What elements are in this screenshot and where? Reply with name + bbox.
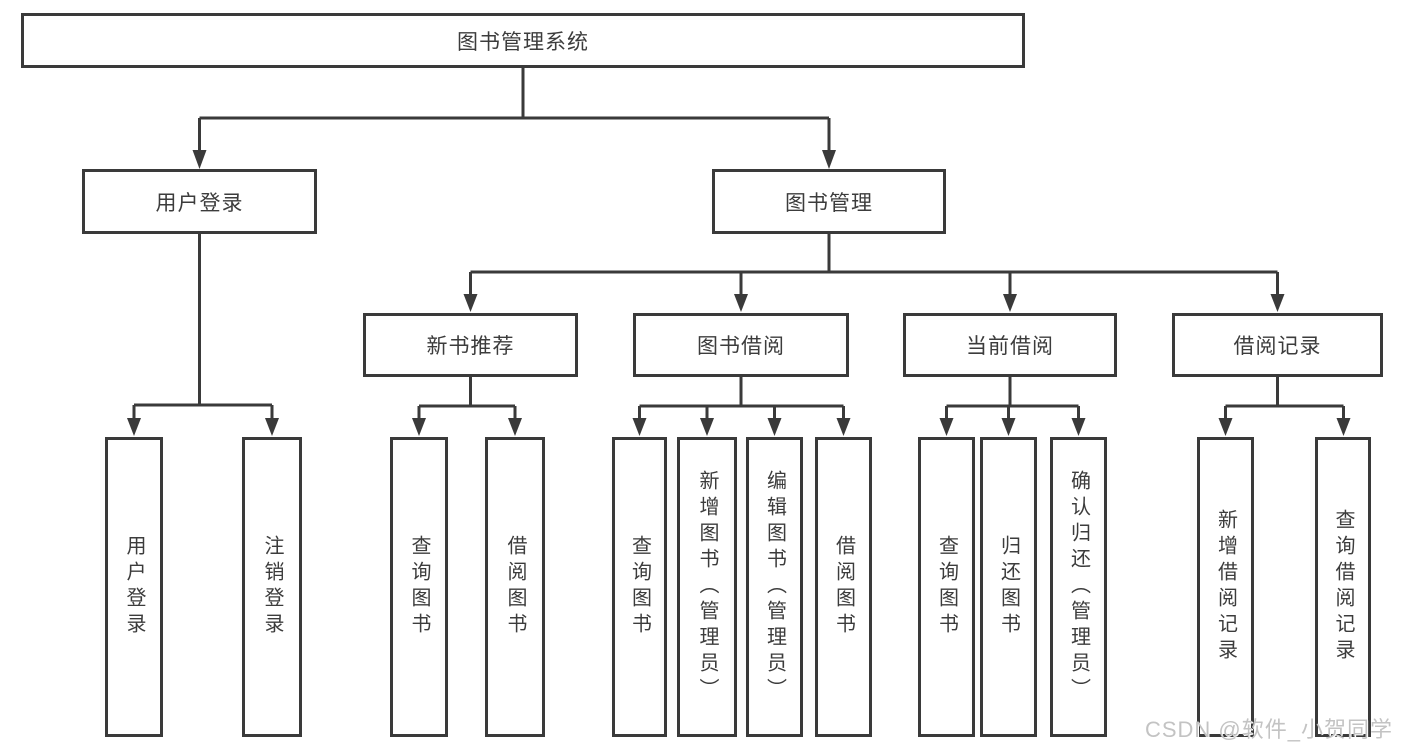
leaf-search-book-recommend: 查询图书 xyxy=(390,437,448,737)
leaf-label: 借阅图书 xyxy=(832,535,855,639)
node-book-management: 图书管理 xyxy=(712,169,946,234)
leaf-search-borrow-record: 查询借阅记录 xyxy=(1315,437,1371,737)
connector-root-to-level2 xyxy=(192,67,836,169)
node-label: 用户登录 xyxy=(155,191,244,215)
leaf-label: 查询图书 xyxy=(628,535,651,639)
connector-userlogin-to-children xyxy=(127,233,279,436)
node-user-login: 用户登录 xyxy=(82,169,317,234)
leaf-add-book-admin: 新增图书（管理员） xyxy=(677,437,737,737)
leaf-add-borrow-record: 新增借阅记录 xyxy=(1197,437,1254,737)
node-label: 图书管理 xyxy=(785,191,873,215)
node-book-borrow: 图书借阅 xyxy=(633,313,849,377)
node-root-system: 图书管理系统 xyxy=(21,13,1025,68)
node-borrow-records: 借阅记录 xyxy=(1172,313,1383,377)
leaf-confirm-return-admin: 确认归还（管理员） xyxy=(1050,437,1107,737)
leaf-label: 查询借阅记录 xyxy=(1332,509,1354,665)
leaf-edit-book-admin: 编辑图书（管理员） xyxy=(746,437,803,737)
connector-current-to-children xyxy=(939,376,1086,436)
leaf-search-book-current: 查询图书 xyxy=(918,437,975,737)
leaf-label: 用户登录 xyxy=(123,535,145,639)
csdn-watermark: CSDN @软件_小贺同学 xyxy=(1144,717,1393,742)
leaf-label: 注销登录 xyxy=(261,535,283,639)
leaf-return-book: 归还图书 xyxy=(980,437,1037,737)
node-label: 借阅记录 xyxy=(1233,335,1322,358)
leaf-label: 查询图书 xyxy=(408,535,430,639)
leaf-label: 确认归还（管理员） xyxy=(1067,470,1090,704)
leaf-search-book-borrow: 查询图书 xyxy=(612,437,667,737)
node-label: 当前借阅 xyxy=(966,335,1054,358)
connector-newbooks-to-children xyxy=(412,376,522,436)
node-new-book-recommend: 新书推荐 xyxy=(363,313,578,377)
connector-bookmgmt-to-level3 xyxy=(463,233,1285,312)
leaf-borrow-book: 借阅图书 xyxy=(815,437,872,737)
connector-records-to-children xyxy=(1218,376,1351,436)
leaf-logout: 注销登录 xyxy=(242,437,302,737)
node-label: 图书借阅 xyxy=(697,335,785,358)
leaf-label: 归还图书 xyxy=(997,535,1020,639)
node-current-borrow: 当前借阅 xyxy=(903,313,1117,377)
connector-borrow-to-children xyxy=(632,376,851,436)
leaf-label: 查询图书 xyxy=(935,535,958,639)
leaf-user-login: 用户登录 xyxy=(105,437,163,737)
node-label: 新书推荐 xyxy=(426,335,515,358)
leaf-label: 编辑图书（管理员） xyxy=(763,470,786,704)
leaf-label: 新增借阅记录 xyxy=(1214,509,1237,665)
leaf-label: 借阅图书 xyxy=(504,535,526,639)
node-root-label: 图书管理系统 xyxy=(457,30,589,54)
leaf-label: 新增图书（管理员） xyxy=(696,470,718,704)
leaf-borrow-book-recommend: 借阅图书 xyxy=(485,437,545,737)
